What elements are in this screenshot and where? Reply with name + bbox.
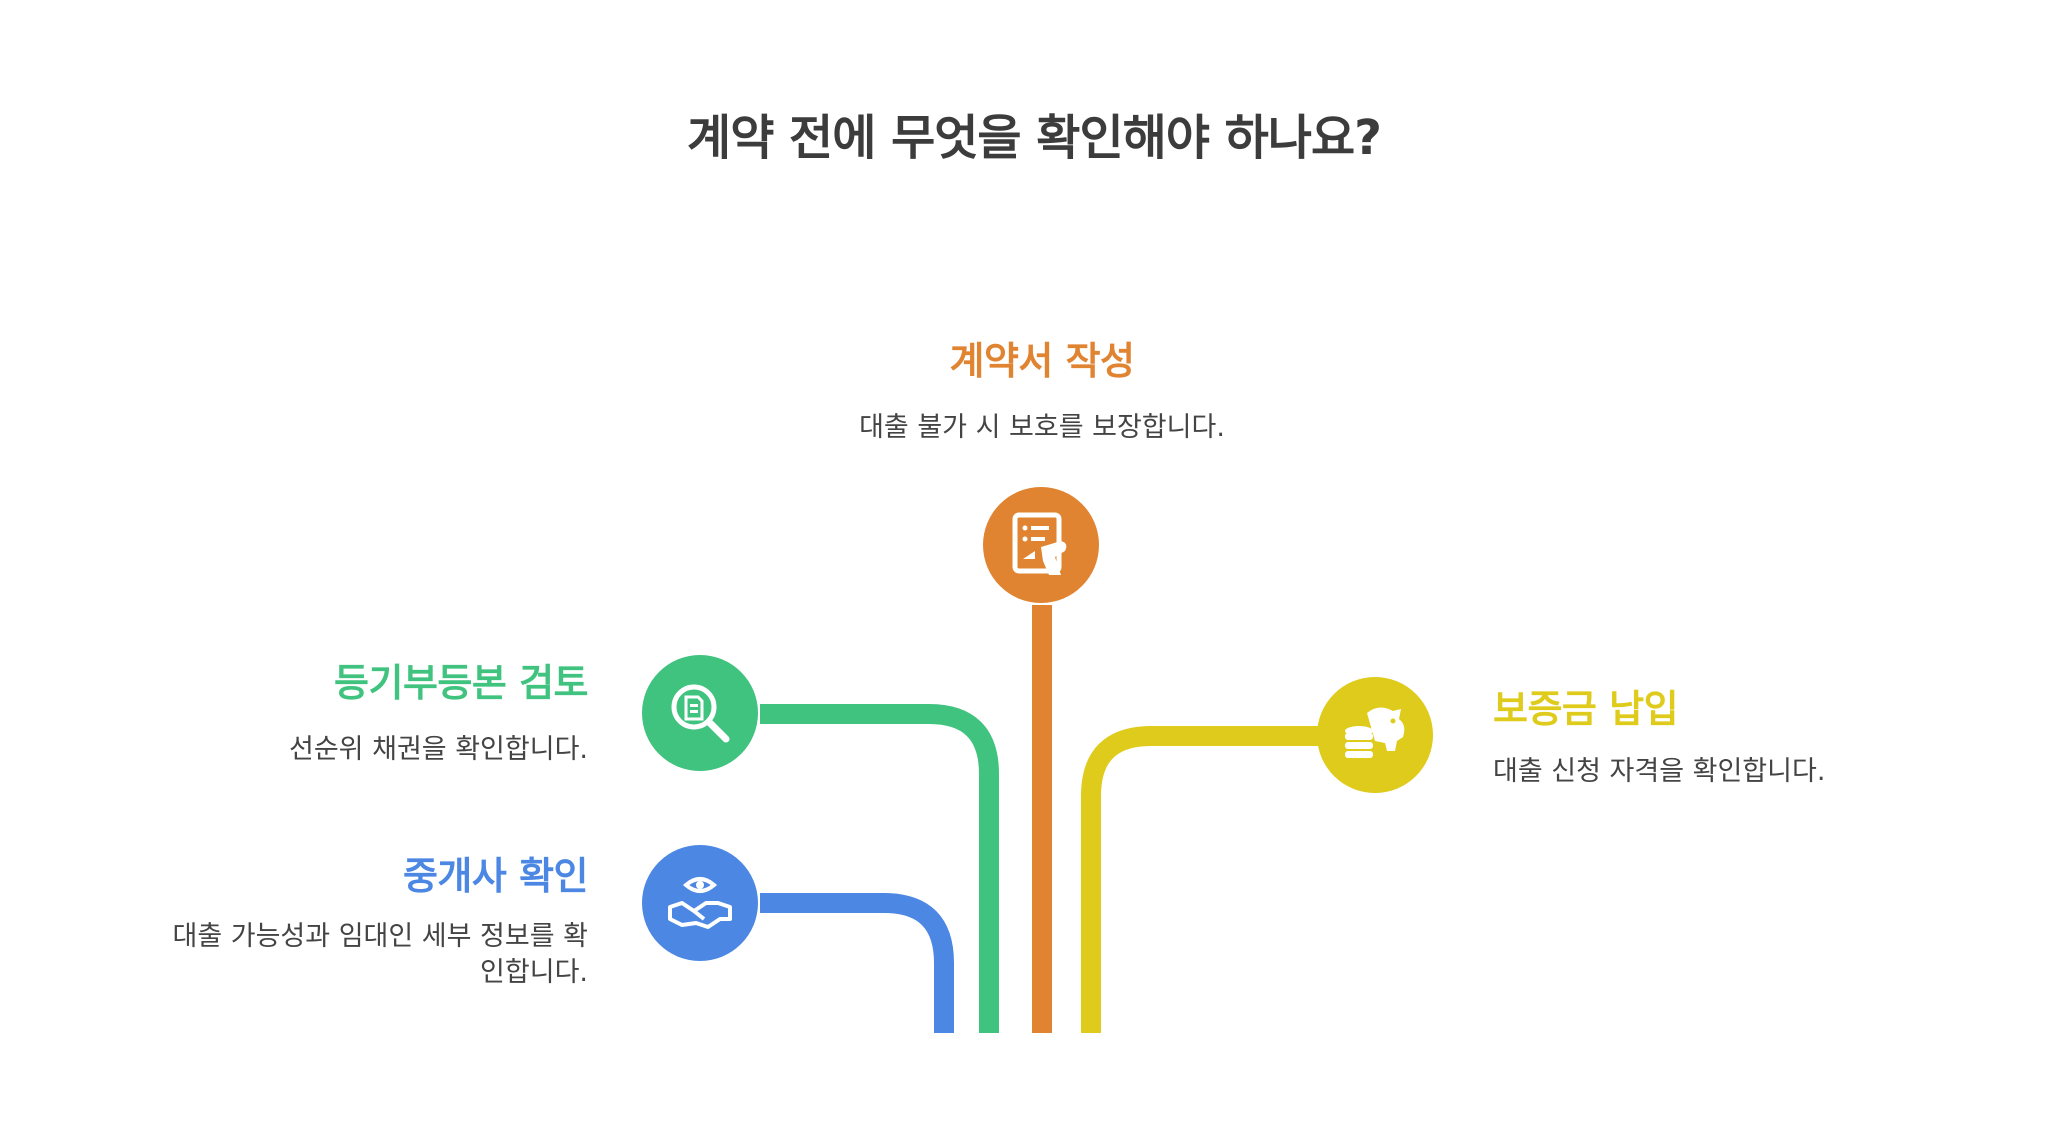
handshake-eye-icon — [668, 877, 732, 929]
page-title: 계약 전에 무엇을 확인해야 하나요? — [687, 110, 1382, 166]
deposit-heading: 보증금 납입 — [1493, 687, 1679, 731]
connector-deposit — [1081, 726, 1323, 1033]
connector-registry — [760, 704, 999, 1033]
contract-description: 대출 불가 시 보호를 보장합니다. — [859, 412, 1225, 443]
broker-heading: 중개사 확인 — [402, 854, 589, 898]
broker-description: 대출 가능성과 임대인 세부 정보를 확 인합니다. — [100, 919, 588, 991]
contract-heading: 계약서 작성 — [949, 339, 1135, 383]
connector-broker — [760, 893, 954, 1033]
deposit-description: 대출 신청 자격을 확인합니다. — [1493, 756, 1826, 787]
registry-heading: 등기부등본 검토 — [334, 661, 588, 705]
broker-description-line2: 인합니다. — [480, 957, 588, 988]
registry-step-circle — [642, 655, 758, 771]
contract-signing-icon — [1012, 512, 1067, 575]
document-search-icon — [671, 684, 730, 743]
registry-description: 선순위 채권을 확인합니다. — [289, 734, 588, 765]
contract-step-circle — [983, 487, 1099, 603]
broker-description-line1: 대출 가능성과 임대인 세부 정보를 확 — [172, 921, 588, 952]
piggy-bank-coins-icon — [1345, 707, 1405, 758]
deposit-step-circle — [1317, 677, 1433, 793]
broker-step-circle — [642, 845, 758, 961]
